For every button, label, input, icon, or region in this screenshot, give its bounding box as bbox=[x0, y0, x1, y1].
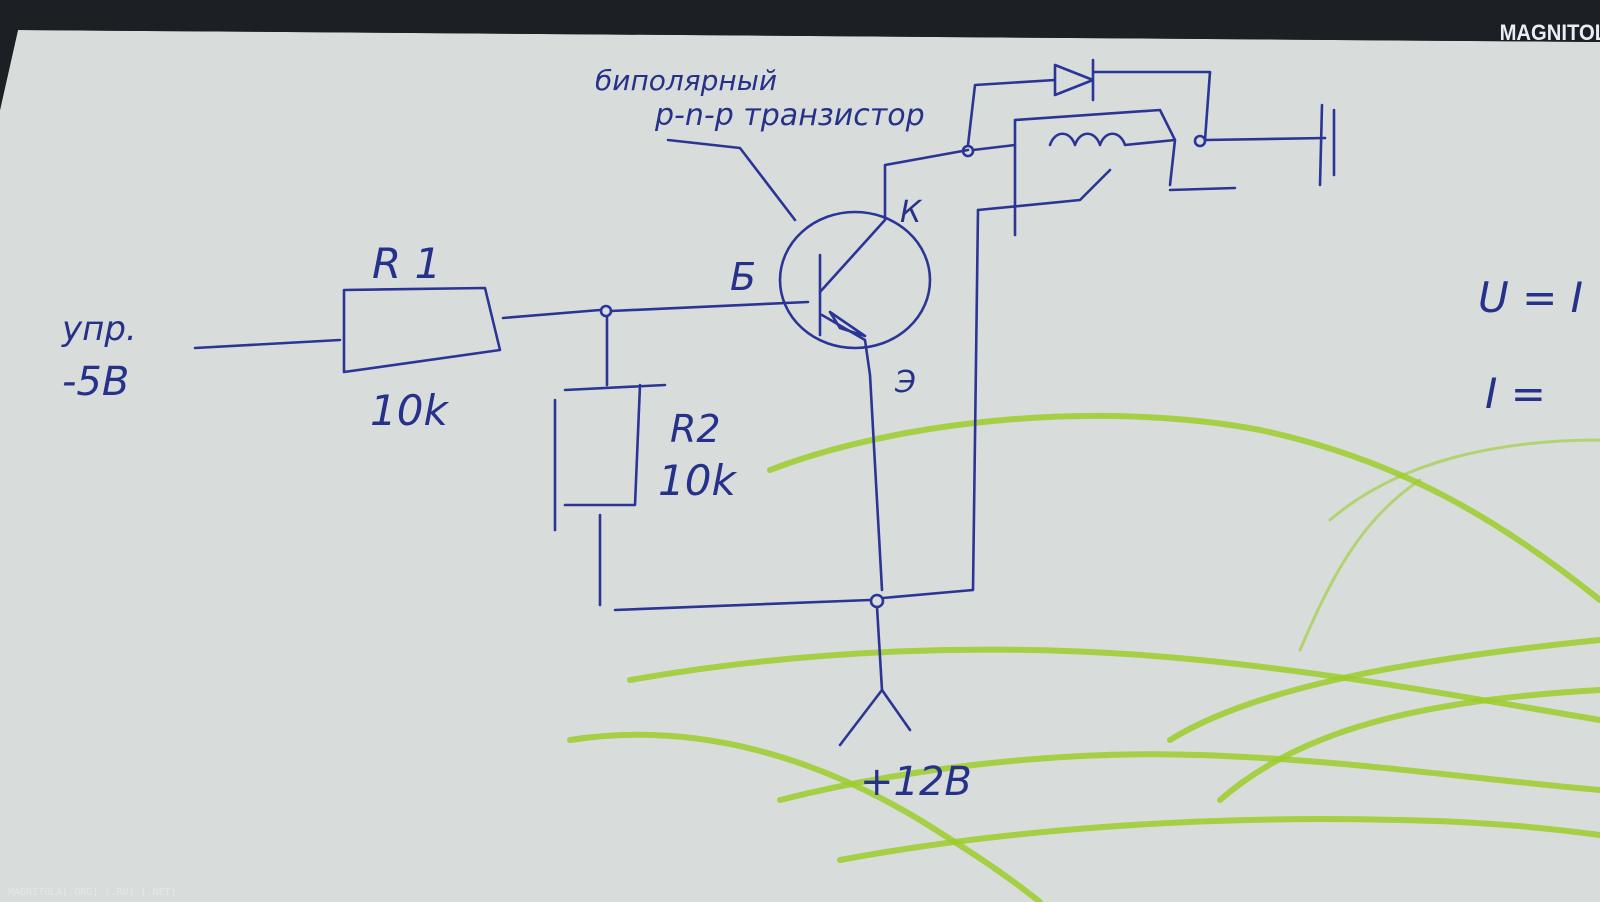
labels: упр. -5В R 1 10k R2 10k биполярный p-n-p… bbox=[61, 64, 1583, 805]
label-r1-value: 10k bbox=[370, 386, 449, 435]
watermark-logo: MAGNITOLA bbox=[1500, 21, 1600, 45]
resistor-r2 bbox=[553, 383, 667, 532]
paper-sheet bbox=[0, 30, 1600, 902]
label-r2-value: 10k bbox=[658, 456, 737, 505]
schematic-wires bbox=[193, 58, 1336, 747]
label-side-note-i: I = bbox=[1485, 369, 1546, 418]
label-control-voltage: -5В bbox=[62, 359, 129, 405]
label-transistor-note-2: p-n-p транзистор bbox=[654, 98, 925, 133]
watermark-footer: MAGNITOLA[.ORG] [.RU] [.NET] bbox=[8, 887, 177, 898]
label-transistor-note-1: биполярный bbox=[595, 64, 777, 97]
label-control-input: упр. bbox=[61, 309, 137, 349]
crayon-scribbles bbox=[567, 412, 1600, 902]
paper-shadow bbox=[0, 0, 1600, 110]
label-collector-pin: К bbox=[900, 195, 923, 230]
output-terminal bbox=[1318, 103, 1336, 187]
note-pointer bbox=[666, 138, 797, 222]
watermark: MAGNITOLA MAGNITOLA[.ORG] [.RU] [.NET] bbox=[8, 21, 1600, 898]
label-emitter-pin: Э bbox=[894, 365, 916, 400]
resistor-r1 bbox=[342, 286, 502, 374]
relay-coil bbox=[1013, 108, 1177, 187]
label-side-note-u: U = I bbox=[1478, 273, 1583, 322]
label-supply: +12В bbox=[860, 759, 972, 805]
label-r1-name: R 1 bbox=[372, 239, 441, 288]
transistor-pnp bbox=[778, 210, 932, 350]
relay-contact bbox=[976, 118, 1237, 237]
diode bbox=[1053, 58, 1212, 142]
supply-arrow bbox=[838, 688, 912, 747]
label-r2-name: R2 bbox=[670, 407, 721, 451]
label-base-pin: Б bbox=[730, 255, 756, 299]
